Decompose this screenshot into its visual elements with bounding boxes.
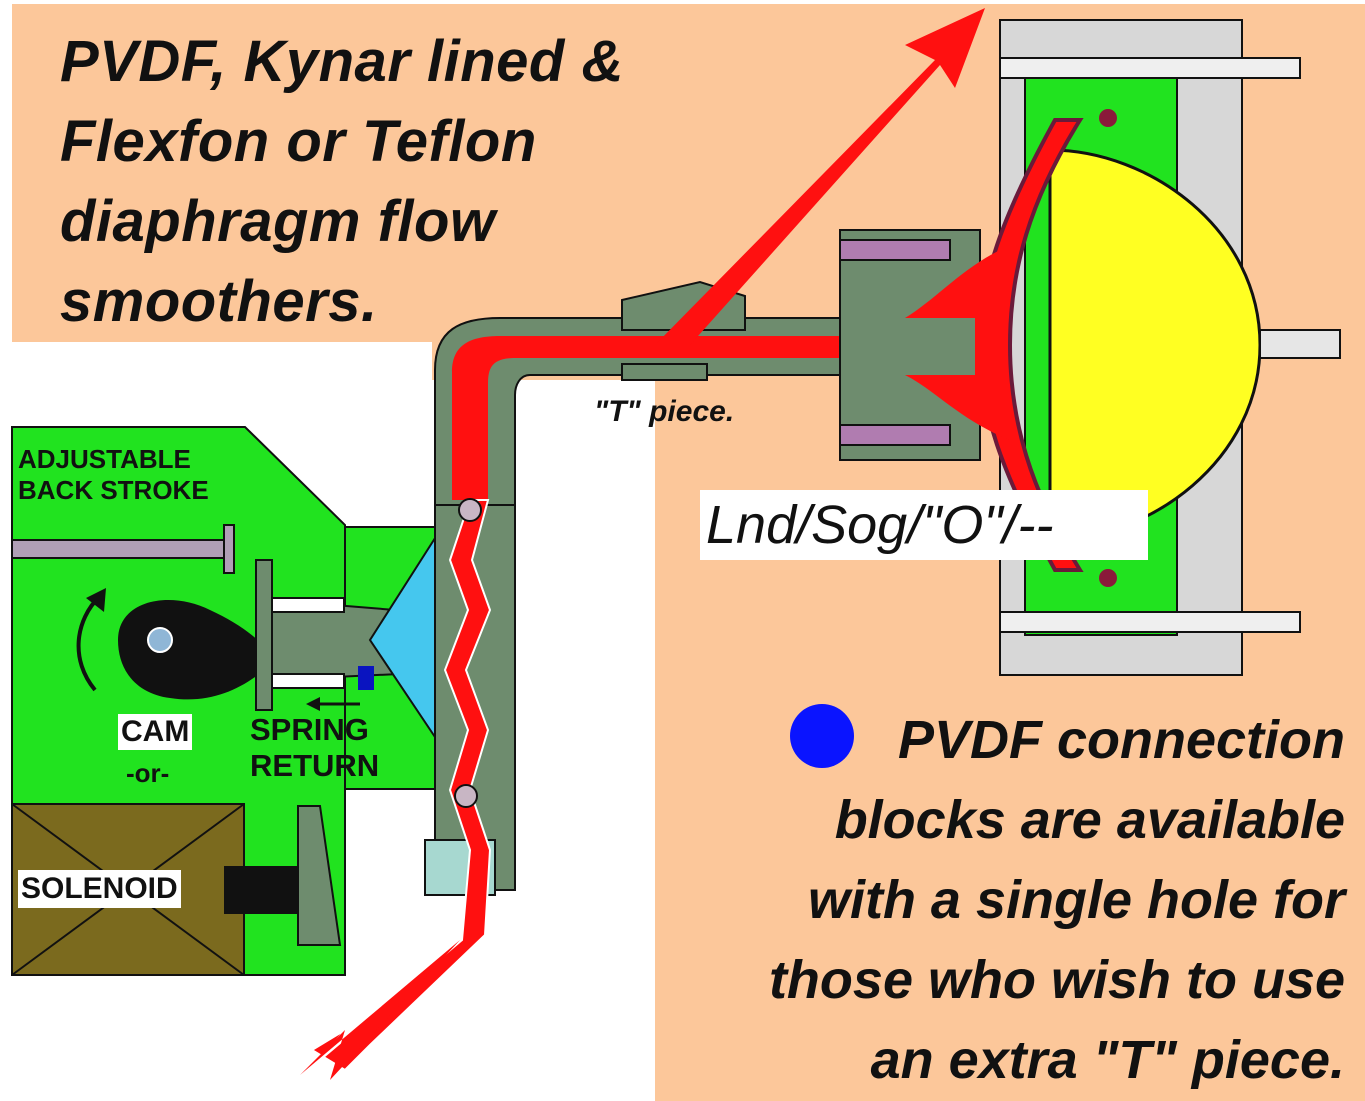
model-code-label: Lnd/Sog/"O"/-- — [700, 490, 1148, 560]
manifold-flow — [905, 250, 1010, 440]
smoother-top-bolt — [999, 57, 1301, 79]
t-piece-collar-bottom — [621, 363, 708, 381]
t-piece-label: "T" piece. — [594, 395, 735, 428]
white-gap — [12, 342, 432, 427]
spring-lower — [271, 673, 345, 689]
internal-flow-arrow — [452, 445, 476, 480]
adjustable-line-1: ADJUSTABLE — [18, 444, 191, 474]
headline-line-3: diaphragm flow — [60, 189, 496, 254]
smoother-nozzle — [1259, 329, 1341, 359]
flow-out-arrow — [655, 8, 985, 345]
push-rod-plate — [255, 559, 273, 711]
footnote-line-2: blocks are available — [834, 790, 1345, 850]
footnote-line-4: those who wish to use — [768, 950, 1345, 1010]
cam-rotation-arrow — [76, 594, 102, 692]
smoother-manifold — [839, 229, 981, 461]
spring-return-label: SPRING RETURN — [250, 712, 379, 784]
check-ball-upper — [458, 498, 482, 522]
footnote-line-5: an extra "T" piece. — [870, 1030, 1345, 1090]
cam-lobe — [118, 600, 275, 700]
spring-upper — [271, 597, 345, 613]
solenoid-plunger — [224, 866, 302, 914]
manifold-bolt-upper — [839, 239, 951, 261]
inlet-arrow — [300, 940, 460, 1080]
spring-line-2: RETURN — [250, 748, 380, 783]
spring-line-1: SPRING — [250, 712, 369, 747]
footnote-line-1: PVDF connection — [645, 700, 1345, 780]
smoother-top-bead — [1099, 109, 1117, 127]
check-ball-lower — [454, 784, 478, 808]
smoother-bottom-bolt — [999, 611, 1301, 633]
headline-line-2: Flexfon or Teflon — [60, 109, 537, 174]
bullet-icon — [789, 704, 854, 768]
peach-background-left-strip — [12, 4, 462, 342]
headline-line-1: PVDF, Kynar lined & — [60, 29, 624, 94]
smoother-bottom-bead — [1099, 569, 1117, 587]
headline: PVDF, Kynar lined & Flexfon or Teflon di… — [60, 22, 720, 342]
inlet-flow — [310, 499, 492, 1072]
footnote-line-1-text: PVDF connection — [897, 710, 1345, 770]
solenoid-arm — [297, 805, 342, 946]
or-label: -or- — [126, 758, 170, 788]
cam-shaft — [147, 627, 173, 653]
spring-return-arrow-head — [306, 697, 320, 711]
manifold-bolt-lower — [839, 424, 951, 446]
cam-arrow-head — [86, 588, 106, 612]
headline-line-4: smoothers. — [60, 269, 378, 334]
footnote: PVDF connection blocks are available wit… — [645, 700, 1345, 1100]
cam-label: CAM — [118, 714, 193, 750]
seal-block — [358, 666, 374, 690]
solenoid-label: SOLENOID — [18, 870, 181, 908]
adjustable-line-2: BACK STROKE — [18, 475, 209, 505]
footnote-line-3: with a single hole for — [807, 870, 1345, 930]
adjustable-back-stroke-label: ADJUSTABLE BACK STROKE — [18, 444, 209, 506]
back-stroke-stop — [223, 524, 235, 574]
back-stroke-rod — [11, 539, 233, 559]
